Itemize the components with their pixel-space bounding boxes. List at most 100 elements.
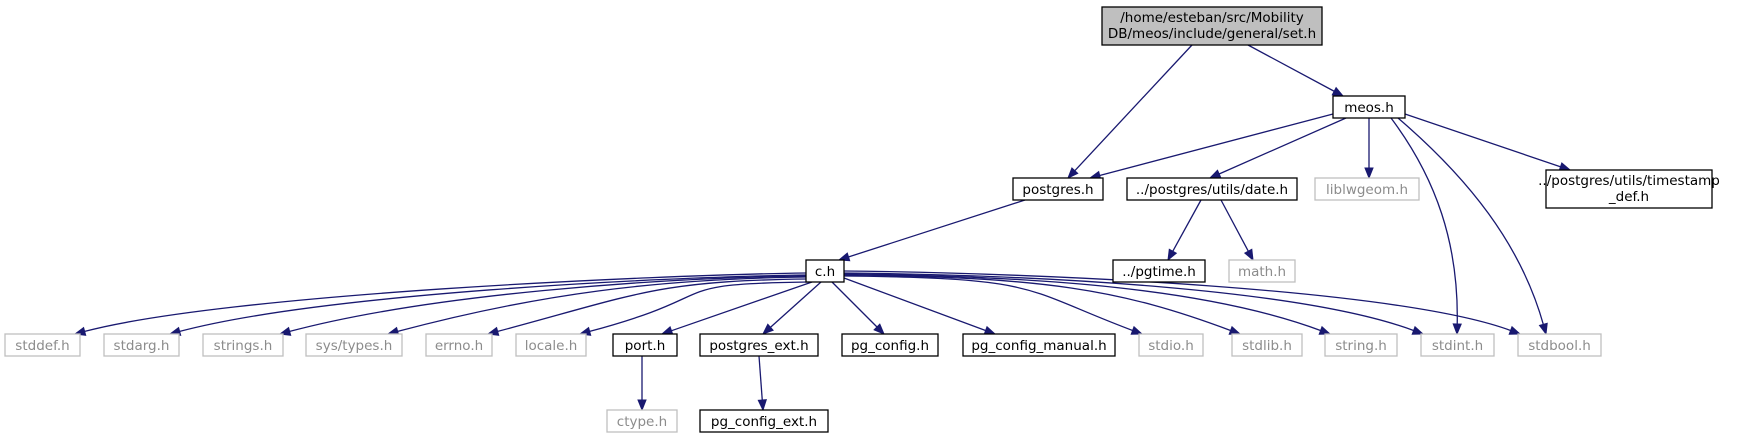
node-liblwgeom-h[interactable]: liblwgeom.h — [1314, 177, 1420, 201]
node-label: postgres.h — [1022, 182, 1093, 198]
edge-line — [769, 281, 822, 329]
edge-line — [288, 275, 807, 333]
arrowhead-icon — [1452, 323, 1462, 336]
node-label: ../postgres/utils/timestamp — [1538, 173, 1720, 189]
node-label: math.h — [1238, 264, 1286, 280]
edge-line — [1397, 117, 1545, 326]
edge-port-h-to-ctype-h — [637, 356, 647, 412]
node-pgtime-h[interactable]: ../pgtime.h — [1112, 259, 1206, 283]
arrowhead-icon — [1508, 325, 1522, 335]
edge-line — [1073, 44, 1193, 172]
node-stdint-h[interactable]: stdint.h — [1420, 333, 1495, 357]
node-box — [1112, 259, 1206, 283]
edge-c-h-to-stdbool-h — [843, 270, 1522, 335]
node-pg-config-manual-h[interactable]: pg_config_manual.h — [962, 333, 1116, 357]
edge-c-h-to-locale-h — [578, 281, 809, 336]
edge-line — [1390, 117, 1458, 326]
edge-line — [83, 272, 807, 333]
node-label: DB/meos/include/general/set.h — [1108, 26, 1316, 42]
node-ctype-h[interactable]: ctype.h — [606, 409, 678, 433]
edge-line — [396, 276, 807, 333]
edge-c-h-to-pg-config-h — [831, 281, 885, 335]
node-box — [425, 333, 493, 357]
node-label: c.h — [815, 264, 835, 280]
node-postgres-h[interactable]: postgres.h — [1012, 177, 1104, 201]
node-box — [1012, 177, 1104, 201]
arrowhead-icon — [1167, 248, 1178, 262]
edge-line — [1220, 199, 1250, 253]
node-pg-config-ext-h[interactable]: pg_config_ext.h — [699, 409, 829, 433]
node-box — [1101, 6, 1323, 46]
node-stdio-h[interactable]: stdio.h — [1138, 333, 1204, 357]
node-port-h[interactable]: port.h — [612, 333, 678, 357]
edge-line — [843, 274, 1232, 332]
node-stdbool-h[interactable]: stdbool.h — [1517, 333, 1602, 357]
edge-line — [1171, 199, 1202, 253]
edge-set-h-to-meos-h — [1247, 44, 1345, 97]
edge-c-h-to-stdarg-h — [168, 274, 807, 336]
edge-c-h-to-errno-h — [486, 278, 807, 336]
node-box — [1126, 177, 1298, 201]
arrowhead-icon — [1318, 325, 1332, 335]
node-label: stdio.h — [1148, 338, 1194, 354]
node-box — [1138, 333, 1204, 357]
node-box — [805, 259, 845, 283]
node-stddef-h[interactable]: stddef.h — [4, 333, 81, 357]
node-meos-h[interactable]: meos.h — [1332, 95, 1406, 119]
edge-line — [843, 272, 1415, 332]
node-sys-types-h[interactable]: sys/types.h — [305, 333, 403, 357]
node-label: pg_config_manual.h — [971, 338, 1106, 354]
node-stdlib-h[interactable]: stdlib.h — [1231, 333, 1303, 357]
edge-meos-h-to-stdbool-h — [1397, 117, 1548, 336]
node-layer: /home/esteban/src/MobilityDB/meos/includ… — [4, 6, 1720, 433]
arrowhead-icon — [1411, 325, 1425, 335]
arrowhead-icon — [1067, 167, 1079, 179]
arrowhead-icon — [873, 323, 885, 335]
edge-c-h-to-postgres-ext-h — [761, 281, 822, 335]
node-label: ../pgtime.h — [1122, 264, 1196, 280]
node-label: locale.h — [525, 338, 578, 354]
node-string-h[interactable]: string.h — [1324, 333, 1398, 357]
node-timestamp-def-h[interactable]: ../postgres/utils/timestamp_def.h — [1538, 169, 1720, 209]
node-label: stddef.h — [15, 338, 69, 354]
arrowhead-icon — [761, 323, 774, 335]
node-label: liblwgeom.h — [1326, 182, 1408, 198]
edge-line — [496, 278, 807, 333]
node-label: ctype.h — [617, 414, 667, 430]
edge-line — [831, 281, 879, 329]
node-strings-h[interactable]: strings.h — [202, 333, 284, 357]
edge-line — [843, 273, 1322, 332]
edge-line — [758, 355, 763, 402]
node-set-h[interactable]: /home/esteban/src/MobilityDB/meos/includ… — [1101, 6, 1323, 46]
edge-meos-h-to-liblwgeom-h — [1364, 118, 1374, 180]
edge-line — [178, 274, 807, 333]
node-c-h[interactable]: c.h — [805, 259, 845, 283]
node-box — [1324, 333, 1398, 357]
node-math-h[interactable]: math.h — [1228, 259, 1296, 283]
edge-meos-h-to-date-h — [1208, 117, 1347, 179]
node-errno-h[interactable]: errno.h — [425, 333, 493, 357]
node-label: pg_config_ext.h — [711, 414, 817, 430]
edge-date-h-to-pgtime-h — [1167, 199, 1202, 262]
node-stdarg-h[interactable]: stdarg.h — [103, 333, 180, 357]
edge-meos-h-to-stdint-h — [1390, 117, 1462, 336]
edge-meos-h-to-timestamp-def-h — [1404, 113, 1572, 172]
node-pg-config-h[interactable]: pg_config.h — [841, 333, 939, 357]
arrowhead-icon — [1208, 169, 1222, 179]
edge-line — [1098, 113, 1334, 177]
arrowhead-icon — [983, 325, 997, 335]
node-label: meos.h — [1344, 100, 1394, 116]
node-box — [699, 409, 829, 433]
node-label: /home/esteban/src/Mobility — [1120, 10, 1304, 26]
node-date-h[interactable]: ../postgres/utils/date.h — [1126, 177, 1298, 201]
arrowhead-icon — [1331, 86, 1345, 97]
node-postgres-ext-h[interactable]: postgres_ext.h — [699, 333, 819, 357]
node-label: strings.h — [214, 338, 273, 354]
arrowhead-icon — [1228, 325, 1242, 335]
node-locale-h[interactable]: locale.h — [515, 333, 587, 357]
node-label: stdbool.h — [1528, 338, 1591, 354]
edge-c-h-to-pg-config-manual-h — [843, 277, 997, 335]
node-box — [1314, 177, 1420, 201]
node-box — [1420, 333, 1495, 357]
edge-line — [1404, 113, 1562, 168]
